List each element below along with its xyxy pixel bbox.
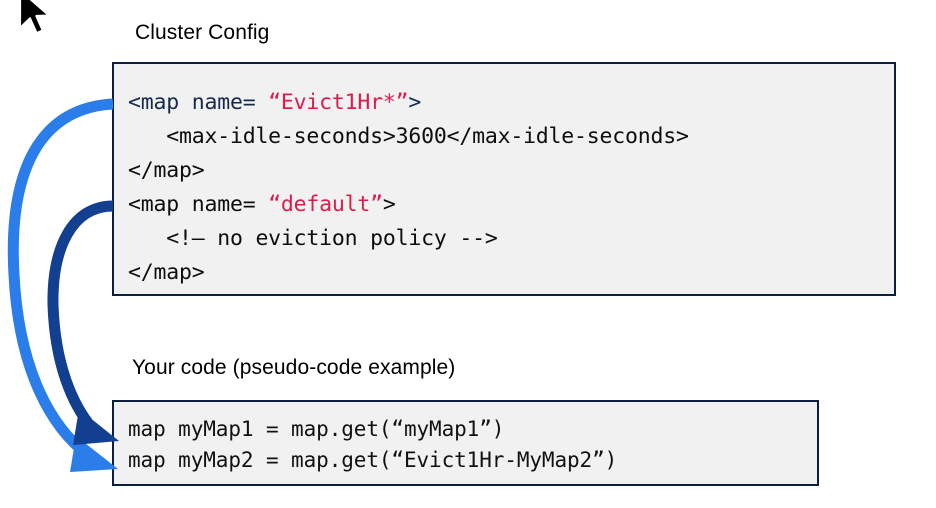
code-line-map-open-evict: <map name= “Evict1Hr*”>	[128, 86, 894, 120]
code-line-map-close-1: </map>	[128, 154, 894, 188]
code-token-tag: </map>	[128, 260, 205, 285]
code-token-string: “Evict1Hr*”	[268, 90, 409, 115]
code-token-string: “default”	[268, 192, 383, 217]
code-line-mymap2: map myMap2 = map.get(“Evict1Hr-MyMap2”)	[128, 445, 817, 476]
code-token-tag: </map>	[128, 158, 205, 183]
code-line-comment-no-eviction: <!– no eviction policy -->	[128, 222, 894, 256]
mouse-pointer-icon	[18, 0, 51, 35]
your-code-label: Your code (pseudo-code example)	[132, 356, 456, 379]
code-token-tag: <max-idle-seconds>3600</max-idle-seconds…	[128, 124, 689, 149]
code-token-comment: <!– no eviction policy -->	[128, 226, 498, 251]
code-token-tag-close: >	[408, 90, 422, 115]
arrow-default-to-mymap1	[47, 200, 119, 445]
user-code-block: map myMap1 = map.get(“myMap1”) map myMap…	[112, 400, 819, 486]
code-token-tag: <map name=	[128, 90, 269, 115]
code-token-tag-close: >	[382, 192, 396, 217]
cluster-config-label: Cluster Config	[135, 21, 270, 44]
code-token-plain: map myMap2 = map.get(“Evict1Hr-MyMap2”)	[128, 448, 618, 472]
arrow-evict1hr-to-mymap2	[7, 98, 118, 472]
code-token-plain: map myMap1 = map.get(“myMap1”)	[128, 417, 505, 441]
code-line-map-close-2: </map>	[128, 256, 894, 290]
code-token-tag: <map name=	[128, 192, 269, 217]
code-line-map-open-default: <map name= “default”>	[128, 188, 894, 222]
code-line-mymap1: map myMap1 = map.get(“myMap1”)	[128, 414, 817, 445]
cluster-config-code-block: <map name= “Evict1Hr*”> <max-idle-second…	[112, 62, 896, 296]
code-line-max-idle-seconds: <max-idle-seconds>3600</max-idle-seconds…	[128, 120, 894, 154]
